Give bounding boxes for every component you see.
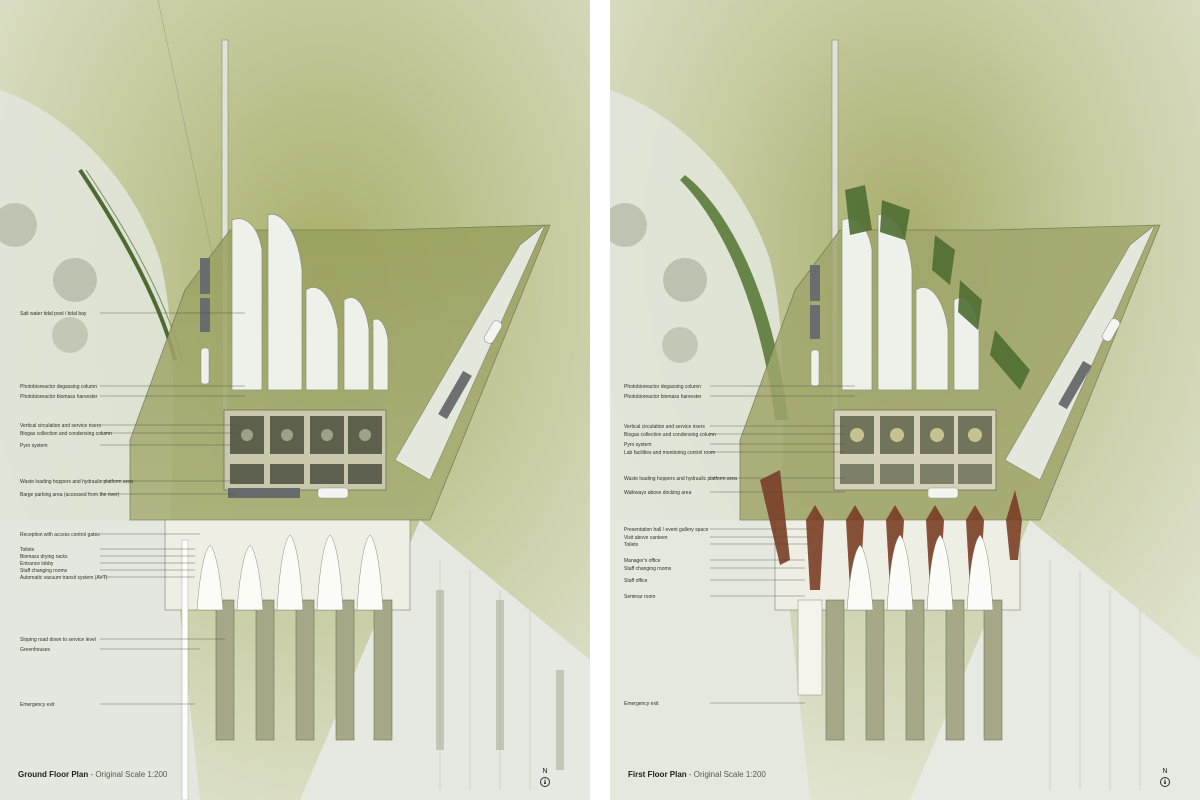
ground-floor-plan-drawing: Salt water tidal pool / tidal bay Photob…: [0, 0, 590, 800]
first-floor-plan-drawing: Photobioreactor degassing column Photobi…: [610, 0, 1200, 800]
greenhouse-rows: [215, 599, 393, 741]
north-arrow-icon: [1160, 777, 1170, 787]
ground-label-3: Photobioreactor biomass harvester: [20, 394, 98, 400]
ground-caption: Ground Floor Plan - Original Scale 1:200: [18, 770, 167, 779]
first-label-14: Staff office: [624, 578, 648, 584]
ground-north-arrow: N: [538, 768, 552, 787]
first-label-8: Walkways above docking area: [624, 490, 692, 496]
first-label-7: Waste loading hoppers and hydraulic plat…: [624, 476, 737, 482]
ground-labels: Salt water tidal pool / tidal bay Photob…: [20, 311, 133, 708]
ground-label-8: Barge parking area (accessed from the ri…: [20, 492, 120, 498]
ground-label-2: Photobioreactor degassing column: [20, 384, 97, 390]
first-label-12: Manager's office: [624, 558, 661, 564]
ground-label-17: Emergency exit: [20, 702, 55, 708]
north-arrow-icon: [540, 777, 550, 787]
first-label-3: Vertical circulation and service risers: [624, 424, 705, 430]
ground-north-letter: N: [542, 768, 548, 775]
solar-canopy-panels: [845, 185, 1030, 390]
ground-label-14: Automatic vacuum transit system (AVT): [20, 575, 108, 581]
ground-caption-scale: - Original Scale 1:200: [90, 770, 168, 779]
processing-units: [223, 409, 387, 491]
ground-label-12: Entrance lobby: [20, 561, 54, 567]
panel-gutter: [590, 0, 610, 800]
first-caption: First Floor Plan - Original Scale 1:200: [628, 770, 766, 779]
ground-caption-title: Ground Floor Plan: [18, 770, 89, 779]
first-label-13: Staff changing rooms: [624, 566, 672, 572]
ground-label-10: Toilets: [20, 547, 35, 553]
ground-label-7: Waste loading hoppers and hydraulic plat…: [20, 479, 133, 485]
first-north-letter: N: [1162, 768, 1168, 775]
ground-label-9: Reception with access control gates: [20, 532, 100, 538]
first-label-4: Biogas collection and condensing column: [624, 432, 716, 438]
ground-label-5: Biogas collection and condensing column: [20, 431, 112, 437]
first-north-arrow: N: [1158, 768, 1172, 787]
first-label-9: Presentation hall / event gallery space: [624, 527, 709, 533]
first-labels: Photobioreactor degassing column Photobi…: [624, 384, 737, 707]
first-label-10: Visit above canteen: [624, 535, 668, 541]
first-label-15: Seminar room: [624, 594, 655, 600]
ground-floor-plan-panel: Salt water tidal pool / tidal bay Photob…: [0, 0, 590, 800]
first-label-6: Lab facilities and monitoring control ro…: [624, 450, 715, 456]
first-label-1: Photobioreactor degassing column: [624, 384, 701, 390]
ground-label-15: Sloping road down to service level: [20, 637, 96, 643]
ground-label-6: Pyro system: [20, 443, 48, 449]
first-label-2: Photobioreactor biomass harvester: [624, 394, 702, 400]
ground-label-11: Biomass drying racks: [20, 554, 68, 560]
first-label-11: Toilets: [624, 542, 639, 548]
first-floor-plan-panel: Photobioreactor degassing column Photobi…: [610, 0, 1200, 800]
photobioreactor-sails: [231, 213, 389, 391]
first-label-5: Pyro system: [624, 442, 652, 448]
ground-label-4: Vertical circulation and service risers: [20, 423, 101, 429]
first-label-16: Emergency exit: [624, 701, 659, 707]
first-caption-scale: - Original Scale 1:200: [688, 770, 766, 779]
ground-label-lines: [100, 312, 245, 705]
first-caption-title: First Floor Plan: [628, 770, 687, 779]
ground-label-13: Staff changing rooms: [20, 568, 68, 574]
first-label-lines: [710, 385, 855, 704]
ground-label-1: Salt water tidal pool / tidal bay: [20, 311, 87, 317]
ground-label-16: Greenhouses: [20, 647, 51, 653]
